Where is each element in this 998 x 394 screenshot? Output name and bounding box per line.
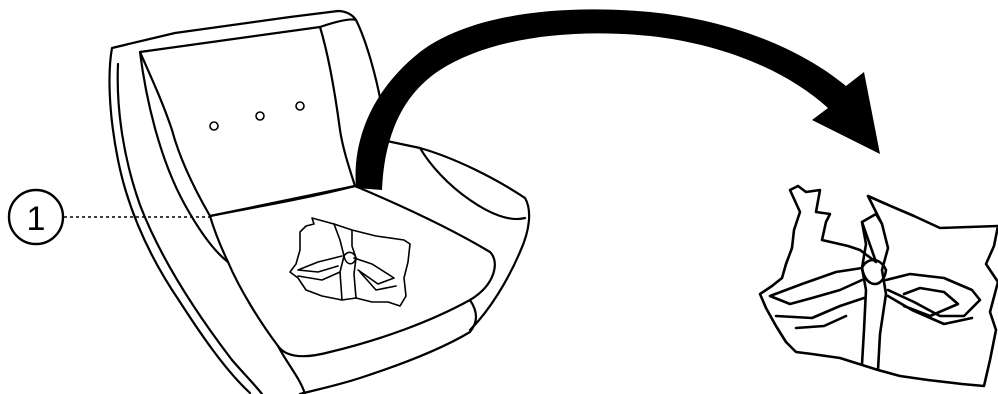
button-tuft-3 [296,102,304,110]
button-tuft-1 [210,122,218,130]
wrapped-gift-small [290,218,410,306]
transfer-arrow [356,9,880,190]
armchair [110,11,530,394]
button-tuft-2 [256,112,264,120]
armchair-seat [210,186,495,356]
armchair-right-arm [382,140,529,330]
gift-small-ribbon-vertical [334,224,356,300]
gift-small-outline [290,218,410,306]
armchair-back-cushion [140,27,355,216]
wrapped-gift-large [760,186,998,386]
gift-large-ribbon [862,222,888,370]
gift-large-bow [770,260,980,328]
arrow-body [356,9,880,190]
callout-1: 1 [9,190,210,244]
callout-number: 1 [27,200,46,238]
gift-small-bow [298,252,396,290]
